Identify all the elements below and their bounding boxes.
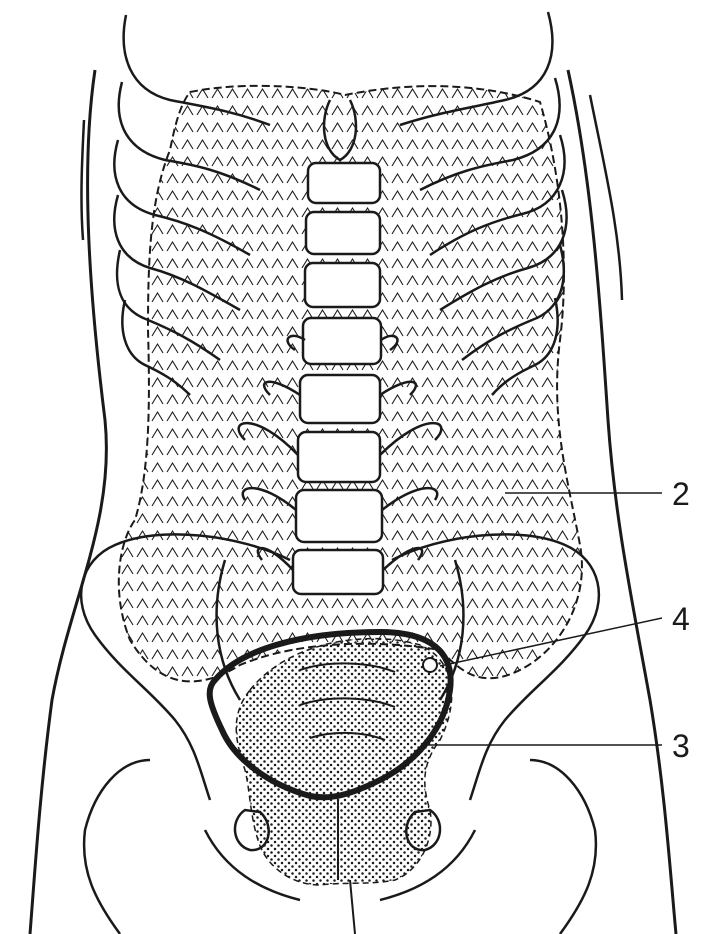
label-2: 2	[672, 476, 690, 512]
label-4: 4	[672, 601, 690, 637]
labels: 2 4 3	[672, 476, 690, 764]
label-3: 3	[672, 728, 690, 764]
